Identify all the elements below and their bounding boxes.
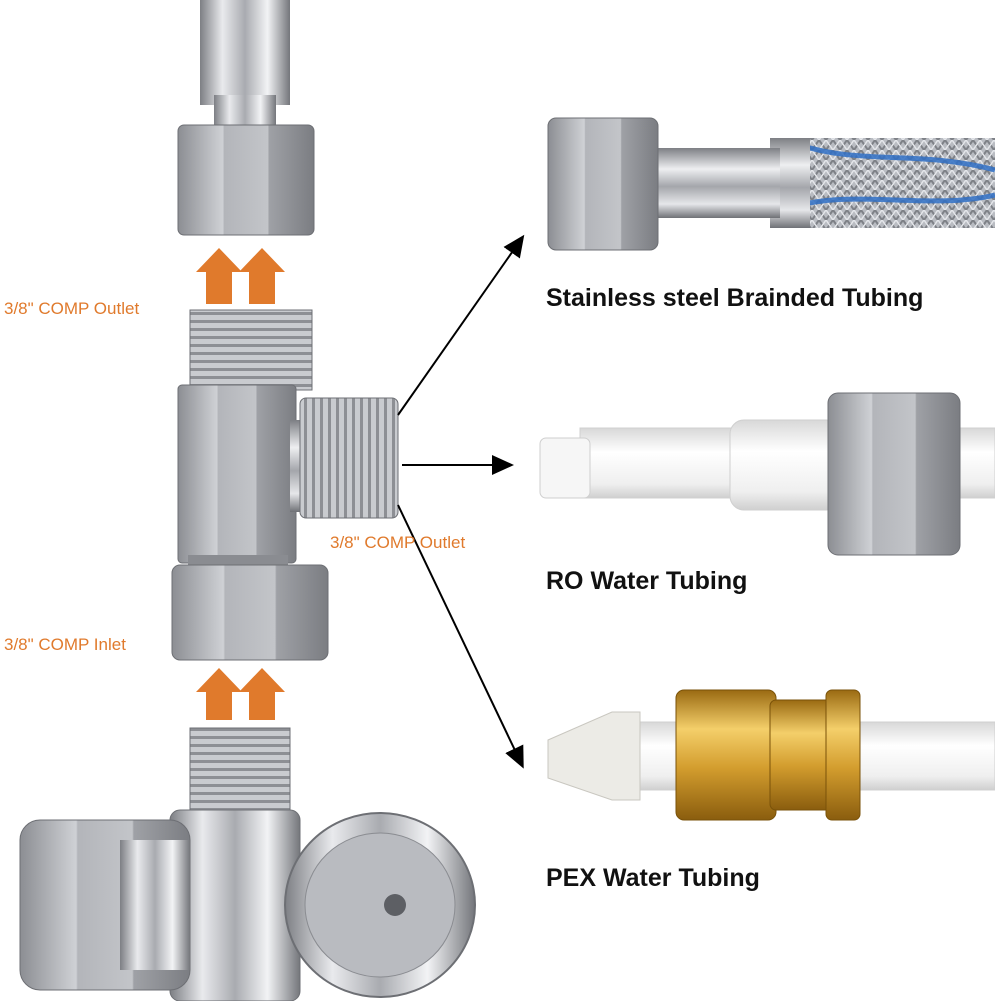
angle-stop-valve bbox=[19, 727, 476, 1001]
arrow-icon bbox=[397, 234, 525, 769]
outlet-top-label: 3/8" COMP Outlet bbox=[4, 299, 140, 318]
inlet-label: 3/8" COMP Inlet bbox=[4, 635, 126, 654]
steel-tubing-label: Stainless steel Brainded Tubing bbox=[546, 284, 924, 312]
ro-tubing-label: RO Water Tubing bbox=[546, 567, 748, 595]
ro-tubing-image bbox=[539, 392, 995, 556]
braided-hose-image bbox=[547, 117, 995, 251]
pex-tubing-label: PEX Water Tubing bbox=[546, 864, 760, 892]
tee-fitting bbox=[171, 309, 399, 661]
orange-arrow-up-icon bbox=[196, 668, 285, 720]
top-hose-connector bbox=[177, 0, 315, 236]
orange-arrow-up-icon bbox=[196, 248, 285, 304]
outlet-side-label: 3/8" COMP Outlet bbox=[330, 533, 466, 552]
pex-tubing-image bbox=[547, 689, 995, 821]
